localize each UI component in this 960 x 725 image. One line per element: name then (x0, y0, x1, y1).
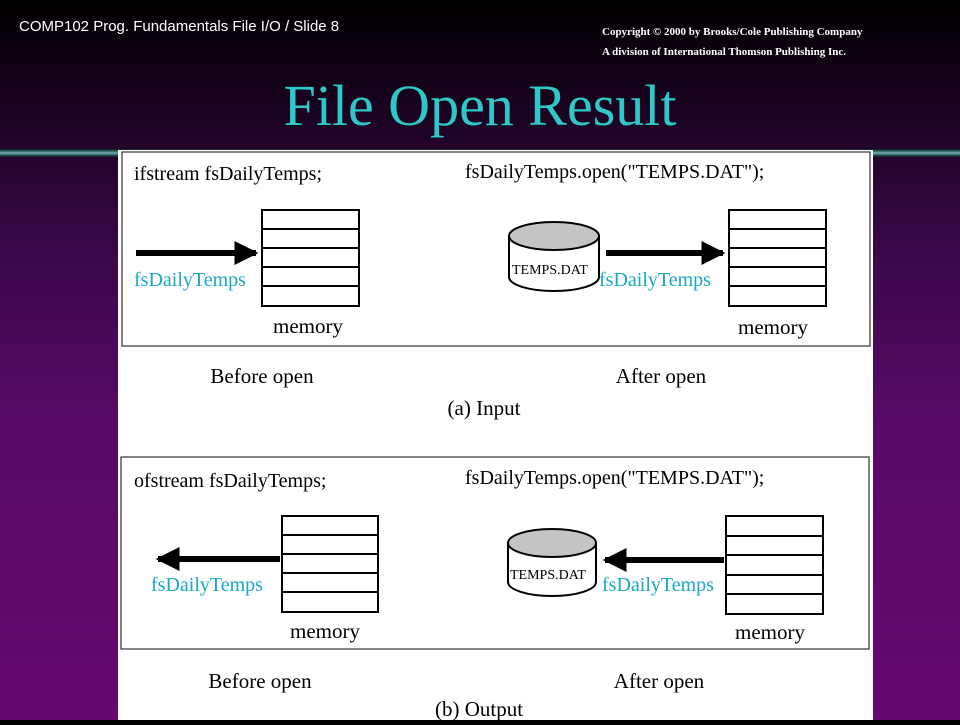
input-open-call: fsDailyTemps.open("TEMPS.DAT"); (465, 161, 764, 183)
output-before-memory-block (281, 515, 379, 613)
output-after-memory-label: memory (735, 620, 805, 644)
copyright-line-1: Copyright © 2000 by Brooks/Cole Publishi… (602, 26, 863, 38)
input-after-memory-label: memory (738, 315, 808, 339)
output-before-memory-label: memory (290, 619, 360, 643)
output-after-stream-label: fsDailyTemps (602, 574, 714, 596)
copyright-line-2: A division of International Thomson Publ… (602, 46, 847, 58)
input-file-label: TEMPS.DAT (512, 263, 588, 278)
input-after-stream-label: fsDailyTemps (599, 269, 711, 291)
figure-panel: ifstream fsDailyTemps; fsDailyTemps.open… (118, 150, 873, 721)
input-before-stream-label: fsDailyTemps (134, 269, 246, 291)
course-slide-label: COMP102 Prog. Fundamentals File I/O / Sl… (19, 18, 340, 35)
output-before-caption: Before open (208, 669, 312, 693)
output-before-stream-label: fsDailyTemps (151, 574, 263, 596)
input-file-cylinder (508, 221, 600, 292)
output-after-memory-block (725, 515, 824, 615)
input-before-memory-block (261, 209, 360, 307)
slide-title: File Open Result (283, 73, 677, 138)
input-after-caption: After open (616, 364, 707, 388)
copyright-notice: Copyright © 2000 by Brooks/Cole Publishi… (602, 22, 862, 62)
output-caption: (b) Output (435, 697, 523, 720)
input-declaration: ifstream fsDailyTemps; (134, 163, 322, 185)
output-declaration: ofstream fsDailyTemps; (134, 470, 326, 492)
input-before-caption: Before open (210, 364, 314, 388)
input-diagram: ifstream fsDailyTemps; fsDailyTemps.open… (121, 151, 871, 347)
input-before-memory-label: memory (273, 314, 343, 338)
input-after-memory-block (728, 209, 827, 307)
output-after-caption: After open (614, 669, 705, 693)
output-frame (120, 456, 870, 650)
input-frame (121, 151, 871, 347)
output-file-label: TEMPS.DAT (510, 568, 586, 583)
output-open-call: fsDailyTemps.open("TEMPS.DAT"); (465, 467, 764, 489)
output-diagram: ofstream fsDailyTemps; fsDailyTemps.open… (120, 456, 870, 650)
input-caption: (a) Input (448, 396, 521, 420)
file-open-diagram: ifstream fsDailyTemps; fsDailyTemps.open… (120, 151, 871, 721)
output-file-cylinder (507, 528, 597, 597)
